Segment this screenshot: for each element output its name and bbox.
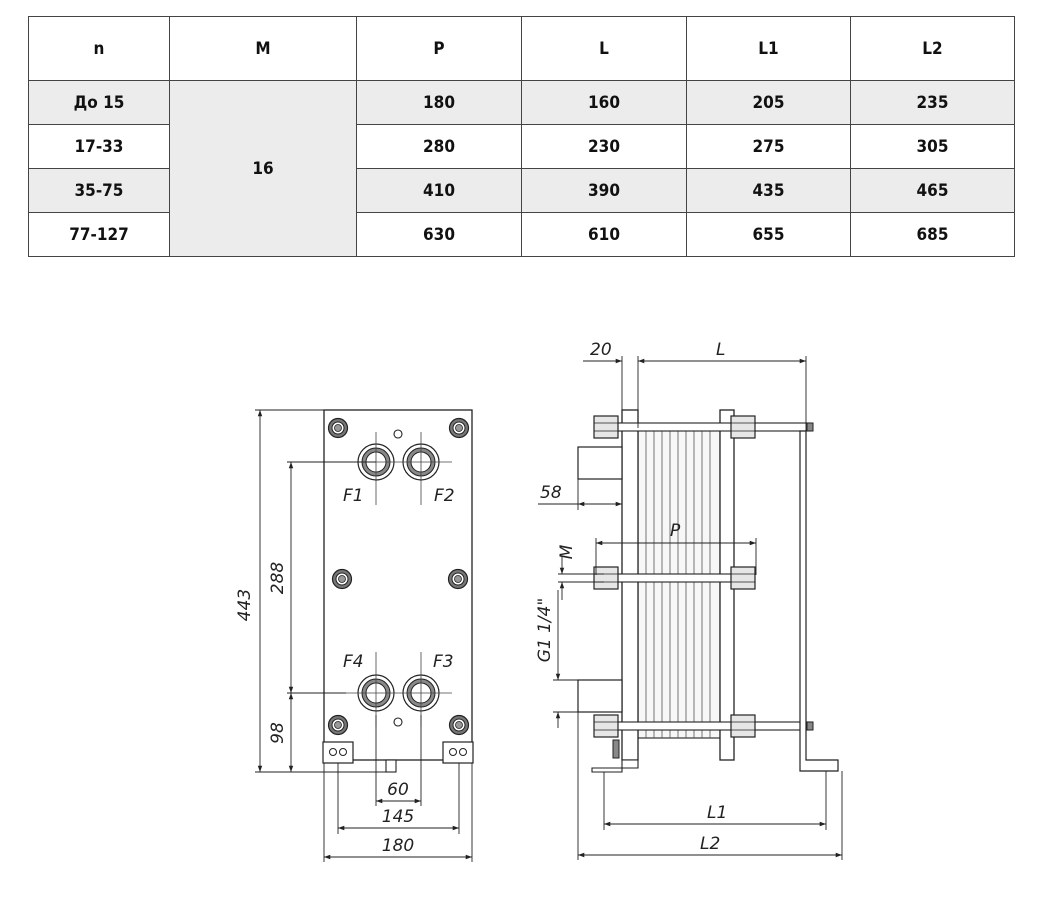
tie-rod (594, 721, 811, 731)
fixed-frame-plate (621, 409, 639, 761)
port-label-f3: F3 (433, 652, 454, 672)
plate-pack (637, 427, 721, 739)
dim-l1: L1 (707, 803, 727, 823)
header-l: L (521, 16, 687, 81)
cell-l: 230 (521, 124, 687, 169)
nut-icon (593, 566, 619, 590)
cell-l2: 465 (850, 168, 1015, 213)
nozzle-upper (577, 446, 623, 480)
bolt-icon (327, 714, 349, 736)
tie-rod (594, 422, 811, 432)
dim-thread: G1 1/4" (535, 598, 555, 663)
nut-icon (593, 415, 619, 439)
header-p: P (356, 16, 522, 81)
dim-145: 145 (382, 807, 414, 827)
bolt-icon (331, 568, 353, 590)
port-label-f4: F4 (343, 652, 364, 672)
port-label-f1: F1 (343, 486, 364, 506)
cell-n: До 15 (28, 80, 170, 125)
header-l1: L1 (686, 16, 851, 81)
header-n: n (28, 16, 170, 81)
side-view: 20 L 58 P M G1 1/4" L1 L2 (535, 340, 843, 860)
dim-m: M (557, 544, 577, 559)
bolt-icon (327, 417, 349, 439)
dim-288: 288 (268, 562, 288, 595)
port-label-f2: F2 (434, 486, 455, 506)
cell-l2: 685 (850, 212, 1015, 257)
dim-98: 98 (268, 722, 288, 744)
cell-l1: 655 (686, 212, 851, 257)
cell-l2: 305 (850, 124, 1015, 169)
nut-icon (730, 714, 756, 738)
spec-table: n M P L L1 L2 До 15 16 180 160 205 235 1… (28, 16, 1015, 257)
dim-180: 180 (382, 836, 414, 856)
cell-n: 17-33 (28, 124, 170, 169)
left-foot (322, 741, 354, 764)
cell-m: 16 (169, 80, 357, 257)
table-row: 77-127 630 610 655 685 (28, 212, 1015, 257)
cell-n: 77-127 (28, 212, 170, 257)
nut-icon (730, 566, 756, 590)
dim-p: P (670, 521, 681, 541)
cell-n: 35-75 (28, 168, 170, 213)
bolt-icon (447, 568, 469, 590)
nut-icon (593, 714, 619, 738)
dim-443: 443 (235, 589, 255, 621)
front-view: F1 F2 F4 F3 443 2 (235, 409, 474, 862)
dim-l2: L2 (700, 834, 720, 854)
cell-p: 180 (356, 80, 522, 125)
nut-icon (730, 415, 756, 439)
cell-p: 280 (356, 124, 522, 169)
dim-20: 20 (590, 340, 612, 360)
dim-58: 58 (540, 483, 562, 503)
table-row: 17-33 280 230 275 305 (28, 124, 1015, 169)
dim-l: L (716, 340, 725, 360)
front-foot (591, 759, 639, 773)
nozzle-lower (577, 679, 623, 713)
right-foot (442, 741, 474, 764)
table-row: До 15 16 180 160 205 235 (28, 80, 1015, 257)
support-column (799, 430, 839, 772)
cell-l1: 205 (686, 80, 851, 125)
cell-l: 610 (521, 212, 687, 257)
bolt-icon (448, 714, 470, 736)
table-header-row: n M P L L1 L2 (28, 16, 1015, 81)
cell-l2: 235 (850, 80, 1015, 125)
dim-60: 60 (387, 780, 409, 800)
drain-stub (385, 759, 397, 773)
bolt-icon (448, 417, 470, 439)
